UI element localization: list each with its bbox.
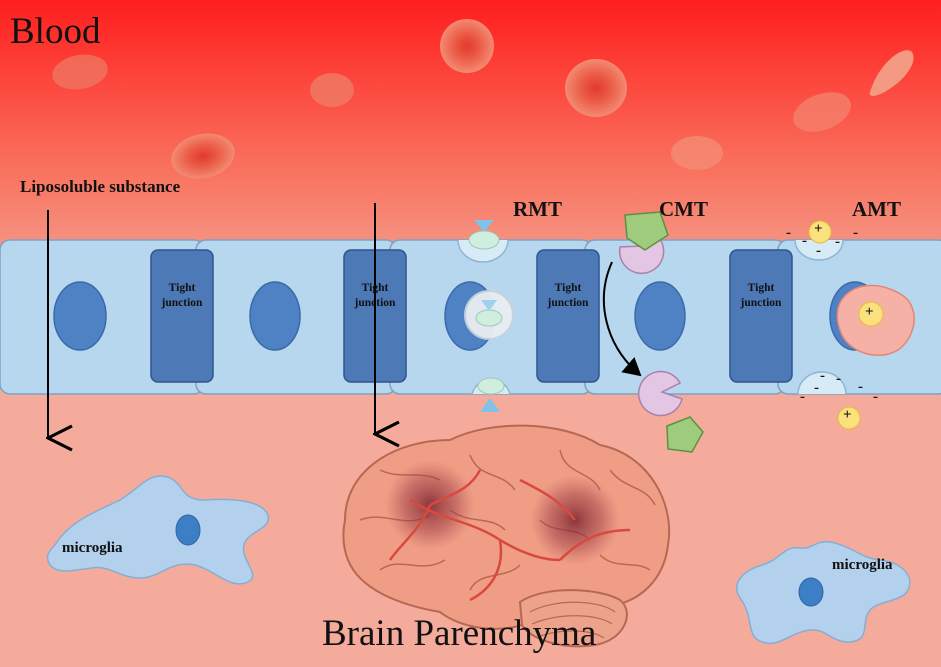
liposoluble-label: Liposoluble substance xyxy=(20,177,181,196)
blood-label: Blood xyxy=(10,11,101,52)
cmt-label: CMT xyxy=(659,197,708,221)
rmt-ligand-vesicle xyxy=(475,309,503,327)
cmt-carrier-top xyxy=(618,236,665,275)
amt-cation-vesicle xyxy=(858,301,884,327)
cmt-mechanism xyxy=(602,211,704,453)
cerebellum-folds xyxy=(529,601,616,639)
microglia-left-label: microglia xyxy=(62,540,123,556)
rmt-triangle-top xyxy=(474,220,494,232)
tight-junction-text: Tight junction xyxy=(740,282,782,309)
nucleus xyxy=(634,281,686,351)
brain-vessels xyxy=(388,469,631,602)
amt-mechanism xyxy=(794,220,915,430)
nucleus xyxy=(249,281,301,351)
tight-junction-block xyxy=(729,249,793,383)
tight-junction-label: Tight junction xyxy=(730,281,792,311)
tight-junctions xyxy=(150,249,793,383)
cmt-substrate-top xyxy=(624,211,669,251)
rbc xyxy=(671,136,723,170)
rbc xyxy=(171,133,235,179)
amt-minus: - xyxy=(853,225,858,241)
amt-minus: - xyxy=(802,233,807,249)
amt-minus: - xyxy=(858,379,863,395)
microglia-nucleus xyxy=(798,577,824,607)
amt-minus: - xyxy=(814,380,819,396)
amt-cation-top xyxy=(808,220,832,244)
rmt-triangle-bottom xyxy=(480,398,500,412)
amt-minus: - xyxy=(820,368,825,384)
tight-junction-text: Tight junction xyxy=(161,282,203,309)
nucleus xyxy=(53,281,107,351)
amt-pit-bottom xyxy=(797,371,847,395)
microglia-left xyxy=(46,475,270,585)
rbc xyxy=(310,73,354,107)
red-blood-cells xyxy=(52,19,914,179)
amt-minus: - xyxy=(836,371,841,387)
rmt-mechanism xyxy=(457,220,514,412)
cmt-transport-arrow xyxy=(602,261,642,377)
brain-parenchyma-label: Brain Parenchyma xyxy=(322,613,597,654)
tight-junction-block xyxy=(150,249,214,383)
amt-minus: - xyxy=(786,225,791,241)
rbc xyxy=(869,50,914,96)
microglia-right-label: microglia xyxy=(832,557,893,573)
amt-minus: - xyxy=(873,389,878,405)
amt-plus-vesicle: + xyxy=(865,304,874,320)
amt-plus-bottom: + xyxy=(843,407,852,423)
amt-minus: - xyxy=(835,234,840,250)
rbc xyxy=(52,54,108,90)
rbc xyxy=(793,92,851,132)
diffusion-arrows xyxy=(48,203,375,438)
rbc xyxy=(565,59,627,117)
amt-minus: - xyxy=(816,243,821,259)
tight-junction-label: Tight junction xyxy=(344,281,406,311)
brain xyxy=(342,424,671,648)
cmt-carrier-bottom xyxy=(637,370,683,417)
rmt-ligand-top xyxy=(468,230,500,250)
rmt-ligand-bottom xyxy=(477,377,505,395)
microglia-cells xyxy=(46,475,911,645)
amt-label: AMT xyxy=(852,197,901,221)
rmt-label: RMT xyxy=(513,197,562,221)
amt-minus: - xyxy=(800,389,805,405)
tight-junction-text: Tight junction xyxy=(354,282,396,309)
rmt-triangle-vesicle xyxy=(481,300,497,311)
cmt-substrate-bottom xyxy=(666,416,704,453)
tight-junction-text: Tight junction xyxy=(547,282,589,309)
amt-cation-bottom xyxy=(837,406,861,430)
amt-plus-top: + xyxy=(814,221,823,237)
microglia-nucleus xyxy=(175,514,201,546)
brain-cerebellum xyxy=(518,589,628,648)
amt-pit-top xyxy=(794,239,844,261)
tight-junction-label: Tight junction xyxy=(151,281,213,311)
rbc xyxy=(440,19,494,73)
tight-junction-label: Tight junction xyxy=(537,281,599,311)
tight-junction-block xyxy=(536,249,600,383)
